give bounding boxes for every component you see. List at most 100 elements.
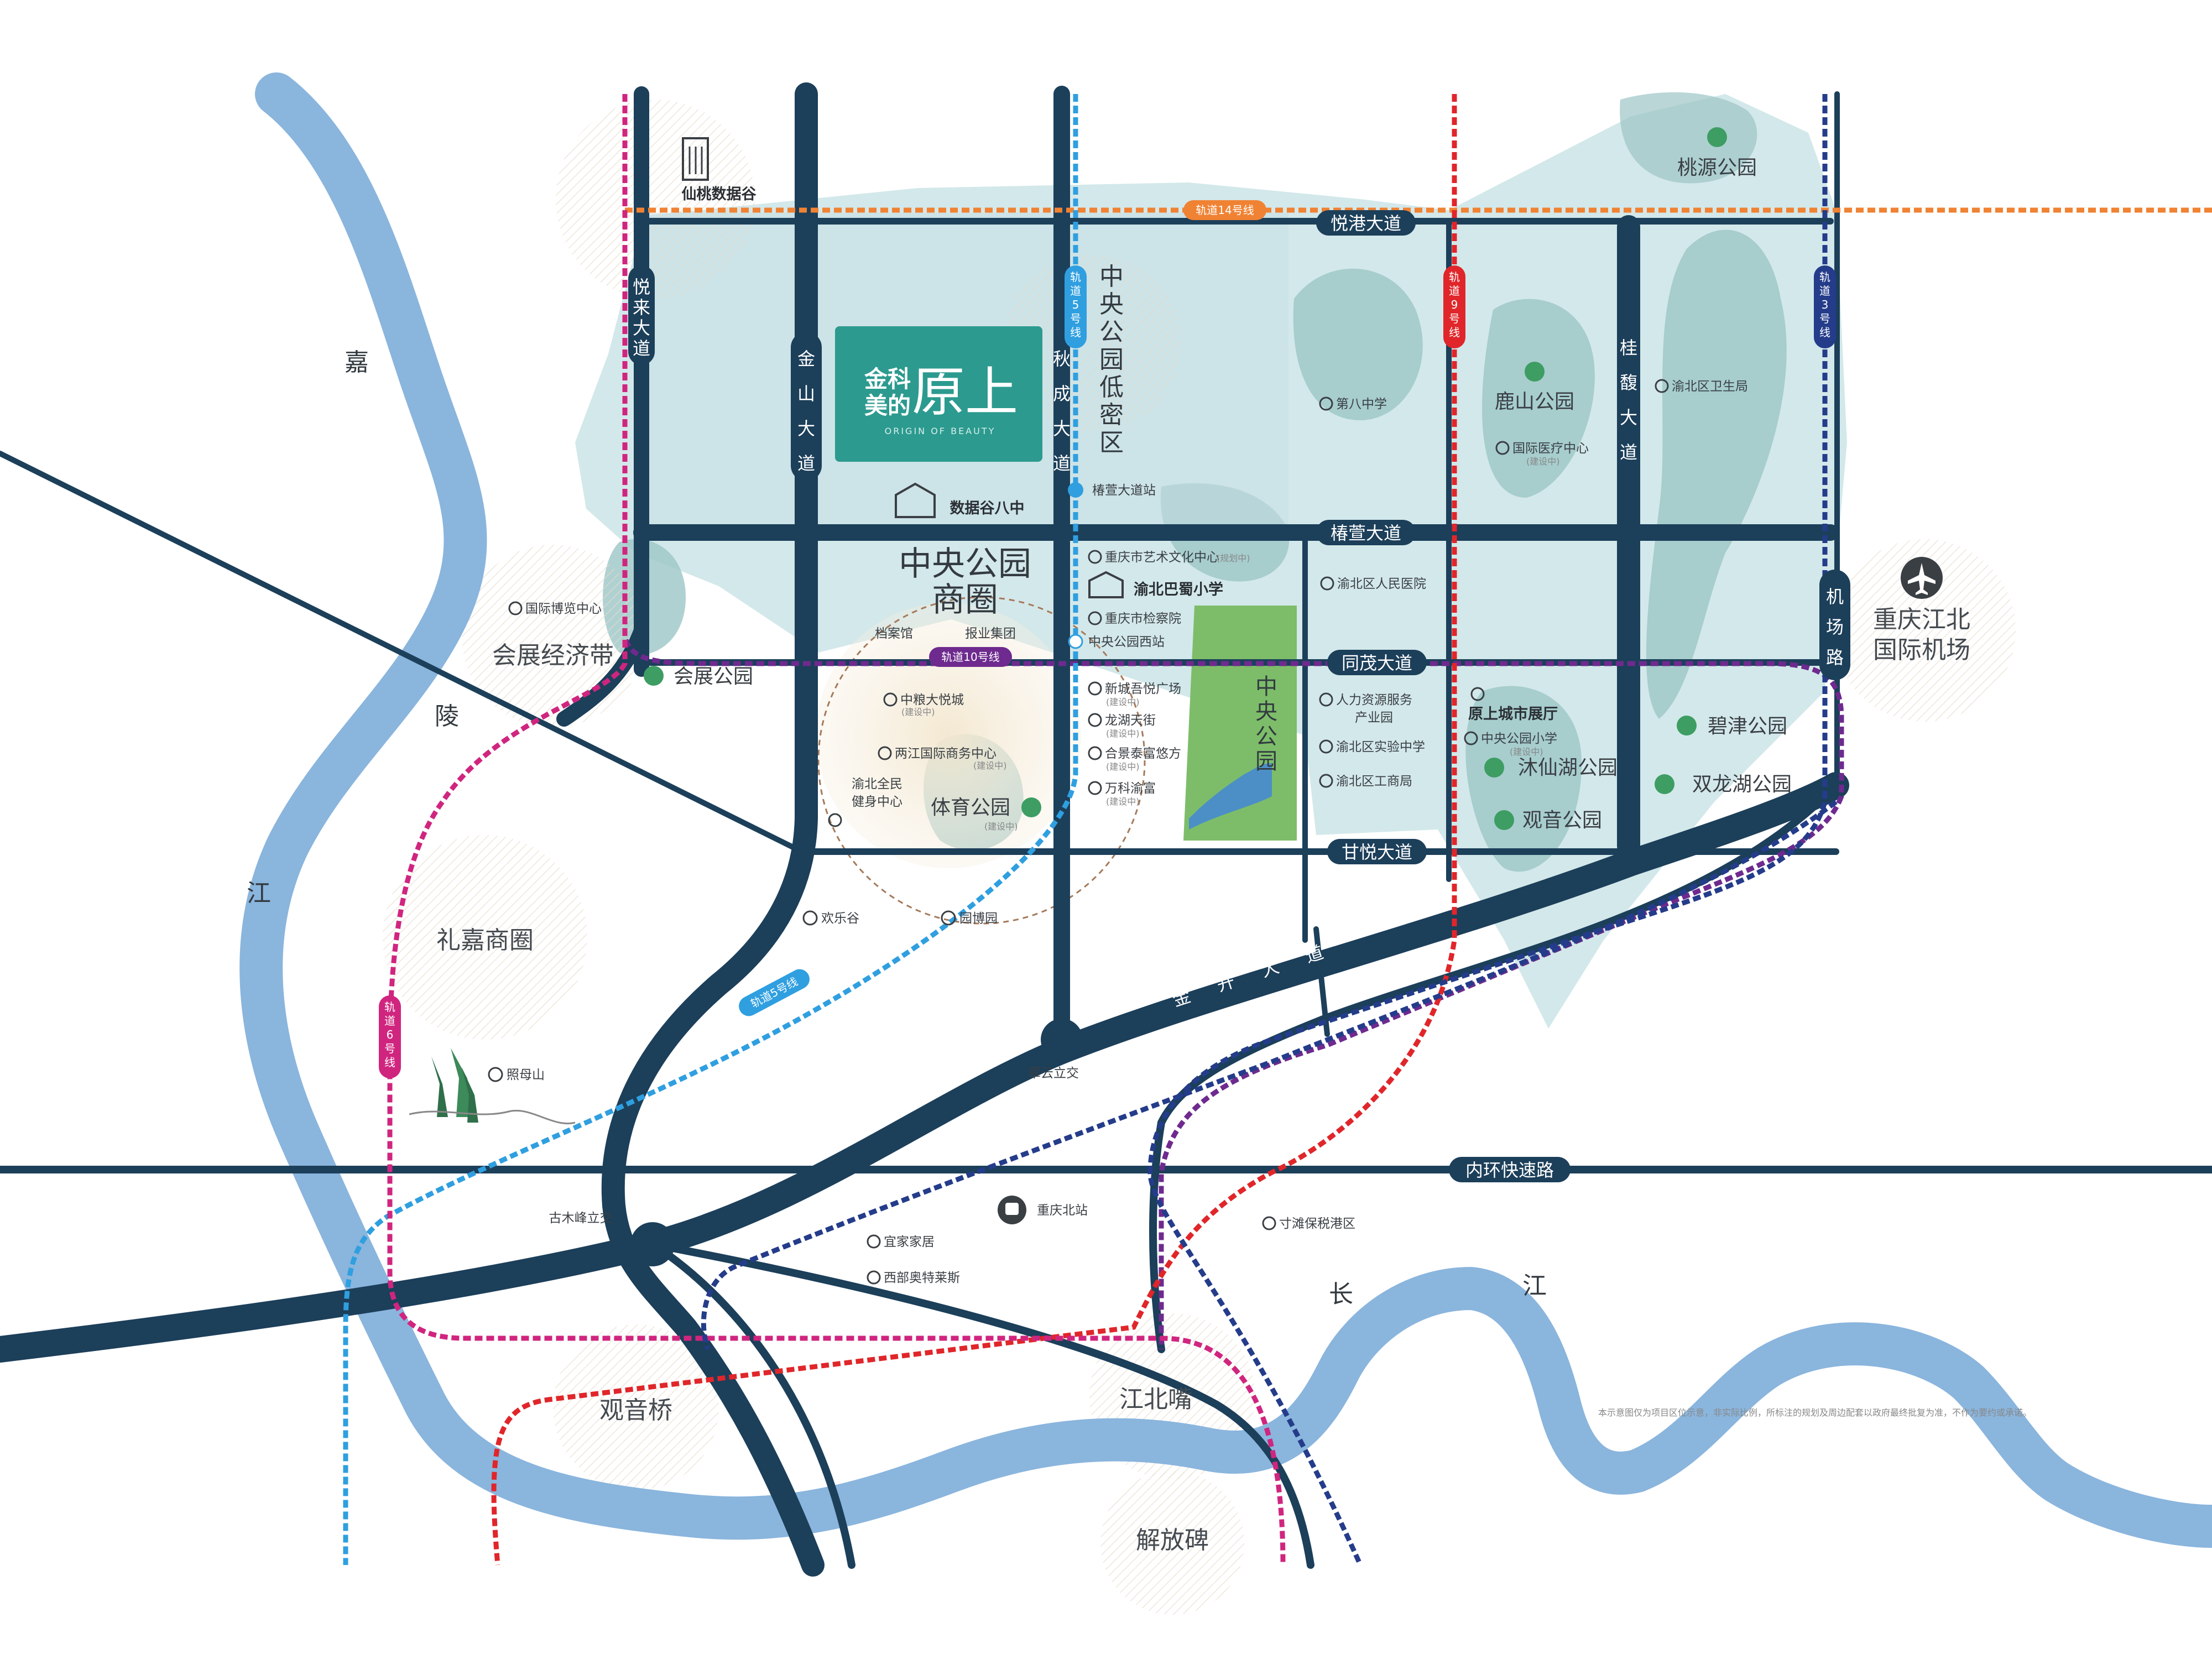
aotelai-label: 西部奥特莱斯 <box>884 1271 960 1285</box>
qiucheng-char-3: 大 <box>1053 418 1071 439</box>
chunying-station-label: 椿萱大道站 <box>1092 483 1156 498</box>
zhongliang-label: 中粮大悦城 <box>900 693 964 707</box>
logo-tagline: ORIGIN OF BEAUTY <box>885 426 996 436</box>
yangtze-char-2: 江 <box>1522 1272 1547 1300</box>
shujugu8-label: 数据谷八中 <box>950 500 1025 517</box>
river-labels: 嘉 陵 江 长 江 <box>247 348 1547 1308</box>
shuanglonghu-label: 双龙湖公园 <box>1692 773 1792 796</box>
line3-char-3: 3 <box>1822 298 1829 311</box>
zhaomu-label: 照母山 <box>507 1068 545 1082</box>
central-park-lake <box>1189 763 1272 830</box>
jinshan-char-4: 道 <box>797 453 815 474</box>
tongmao-label: 同茂大道 <box>1342 653 1412 674</box>
park-tiyu: 体育公园 <box>931 796 1041 819</box>
line3-char-1: 轨 <box>1819 270 1830 284</box>
yuelai-char-1: 悦 <box>633 276 650 298</box>
lowdensity-char-1: 中 <box>1099 263 1124 291</box>
line10-label: 轨道10号线 <box>941 650 999 664</box>
tiyu-status: (建设中) <box>984 821 1018 832</box>
tree-icon <box>1655 774 1674 794</box>
district-circles <box>383 100 2016 1615</box>
tree-icon <box>1494 810 1514 830</box>
central-park-biz-ring <box>817 596 1146 925</box>
guifu-char-2: 馥 <box>1620 372 1637 393</box>
qiucheng-char-4: 道 <box>1053 453 1071 474</box>
tiyu-label: 体育公园 <box>931 796 1010 819</box>
huanle-label: 欢乐谷 <box>821 911 859 926</box>
river-path <box>239 72 2212 1548</box>
neihuan-label: 内环快速路 <box>1465 1160 1554 1181</box>
poi-pin-icon <box>1495 441 1510 455</box>
poi-pin-icon <box>802 910 818 926</box>
liangjiang-status: (建设中) <box>973 760 1007 771</box>
logo-brand-line2: 美的 <box>864 392 911 419</box>
footnote: 本示意图仅为项目区位示意，非实际比例，所标注的规划及周边配套以政府最终批复为准，… <box>1598 1407 2032 1418</box>
guoji-bolan-label: 国际博览中心 <box>525 602 602 616</box>
renli-label-2: 产业园 <box>1355 711 1393 725</box>
cpark-char-4: 园 <box>1255 749 1277 774</box>
jichang-char-2: 场 <box>1826 617 1844 638</box>
central-park-biz-glow <box>816 603 1081 868</box>
tree-icon <box>1021 797 1041 817</box>
quanmin-label-2: 健身中心 <box>852 795 902 809</box>
chunying-label: 椿萱大道 <box>1331 523 1401 544</box>
jinshan-char-2: 山 <box>797 383 815 404</box>
huizhan-label: 会展经济带 <box>492 641 614 670</box>
train-station-icon <box>998 1196 1026 1224</box>
yuanbo-label: 园博园 <box>959 911 998 926</box>
jinkai-road <box>0 772 1849 1363</box>
project-logo[interactable]: 金科 美的 原上 ORIGIN OF BEAUTY <box>835 326 1042 462</box>
pois: 仙桃数据谷 数据谷八中 椿萱大道站 国际博览中心 重庆市艺术文化中心 (规划中)… <box>409 137 2032 1418</box>
lowdensity-char-5: 低 <box>1099 373 1124 401</box>
qiucheng-char-1: 秋 <box>1053 348 1071 369</box>
line10-path <box>622 94 1844 1349</box>
park-muxianhu: 沐仙湖公园 <box>1484 757 1618 779</box>
poi-pin-icon <box>1320 576 1334 591</box>
renli-label-1: 人力资源服务 <box>1336 693 1412 707</box>
poi-pin-icon <box>1319 774 1333 788</box>
jialing-char-1: 嘉 <box>345 348 369 377</box>
yiliao-status: (建设中) <box>1526 456 1560 467</box>
yiliao-label: 国际医疗中心 <box>1512 441 1589 456</box>
poi-pin-icon <box>1088 713 1102 727</box>
line3-char-5: 线 <box>1819 326 1830 339</box>
longhu-status: (建设中) <box>1106 728 1140 739</box>
jinshan-road <box>601 82 825 1577</box>
xincheng-label: 新城吾悦广场 <box>1105 682 1181 696</box>
yuelai-char-4: 道 <box>633 338 650 359</box>
jiefangbei-circle <box>1100 1471 1244 1615</box>
line5-char-5: 线 <box>1070 326 1081 339</box>
line14-label: 轨道14号线 <box>1196 204 1254 217</box>
lijia-label: 礼嘉商圈 <box>436 926 534 954</box>
lowdensity-char-3: 公 <box>1099 318 1124 346</box>
cuiyun-node <box>1041 1019 1083 1061</box>
park-lushan: 鹿山公园 <box>1495 362 1574 413</box>
tree-icon <box>1484 758 1504 778</box>
line3-path <box>1147 94 1828 1566</box>
zhongliang-status: (建设中) <box>901 707 935 717</box>
poi-pin-icon <box>1655 379 1669 393</box>
line6-char-5: 线 <box>384 1056 395 1069</box>
poi-pin-icon <box>878 746 892 760</box>
poi-pin-icon <box>1088 746 1102 760</box>
line6-char-4: 号 <box>384 1042 395 1055</box>
metro-station-icon <box>1068 634 1083 649</box>
line5-char-4: 号 <box>1070 312 1081 325</box>
poi-pin-icon <box>941 910 956 926</box>
jinshan-char-1: 金 <box>797 348 815 369</box>
roads <box>0 82 2212 1577</box>
line9-char-4: 号 <box>1449 312 1460 325</box>
lijia-circle <box>383 835 587 1040</box>
jiangbeizui-label: 江北嘴 <box>1119 1385 1192 1413</box>
park-shuanglonghu: 双龙湖公园 <box>1655 773 1792 796</box>
line3-char-2: 道 <box>1819 284 1830 298</box>
cpark-char-3: 公 <box>1255 724 1277 749</box>
district-labels: 中央公园 商圈 会展经济带 礼嘉商圈 观音桥 江北嘴 解放碑 重庆江北 国际机场… <box>436 263 1970 1554</box>
park-huizhan: 会展公园 <box>644 665 753 688</box>
lowdensity-circle <box>1004 254 1181 431</box>
tree-icon <box>644 666 664 686</box>
dangan-label: 档案馆 <box>875 627 913 641</box>
hejing-label: 合景泰富悠方 <box>1105 747 1181 761</box>
poi-pin-icon <box>1319 397 1333 411</box>
poi-pin-icon <box>867 1270 881 1285</box>
